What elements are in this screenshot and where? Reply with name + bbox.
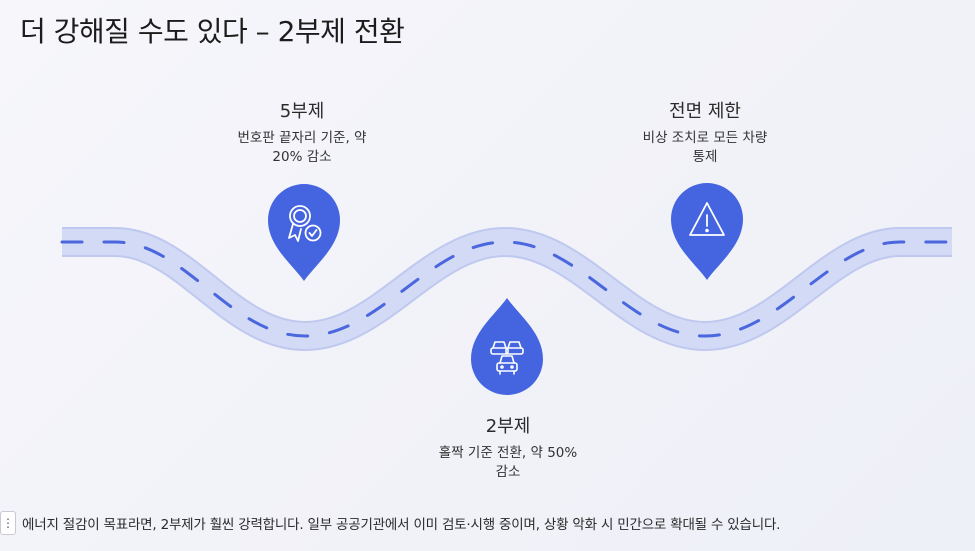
pin-shape	[268, 184, 340, 281]
award-badge-icon	[288, 205, 322, 242]
milestone-full-restriction: 전면 제한 비상 조치로 모든 차량 통제	[610, 97, 800, 167]
milestone-description: 비상 조치로 모든 차량 통제	[610, 129, 800, 167]
pin-2bu	[471, 298, 543, 395]
footnote-text: 에너지 절감이 목표라면, 2부제가 훨씬 강력합니다. 일부 공공기관에서 이…	[22, 517, 781, 533]
traffic-cars-icon	[490, 341, 524, 375]
milestone-description: 홀짝 기준 전환, 약 50% 감소	[410, 444, 606, 482]
drag-handle-icon[interactable]: ⋮	[0, 511, 16, 535]
pin-full-restriction	[671, 183, 743, 280]
milestone-desc-line: 번호판 끝자리 기준, 약	[237, 130, 367, 146]
milestone-desc-line: 20% 감소	[272, 149, 332, 165]
road-surface	[62, 228, 952, 350]
pin-5bu	[268, 184, 340, 281]
milestone-description: 번호판 끝자리 기준, 약 20% 감소	[214, 129, 390, 167]
milestone-5bu: 5부제 번호판 끝자리 기준, 약 20% 감소	[214, 97, 390, 167]
milestone-title: 5부제	[279, 101, 325, 122]
warning-triangle-icon	[689, 202, 725, 236]
milestone-title: 전면 제한	[669, 101, 741, 122]
pin-shape	[471, 298, 543, 395]
milestone-desc-line: 감소	[495, 464, 521, 480]
milestone-desc-line: 홀짝 기준 전환, 약 50%	[438, 445, 578, 461]
milestone-desc-line: 통제	[692, 149, 718, 165]
page-title: 더 강해질 수도 있다 – 2부제 전환	[20, 15, 405, 48]
milestone-2bu: 2부제 홀짝 기준 전환, 약 50% 감소	[410, 412, 606, 482]
milestone-desc-line: 비상 조치로 모든 차량	[642, 130, 768, 146]
milestone-title: 2부제	[485, 416, 531, 437]
footnote: ⋮ 에너지 절감이 목표라면, 2부제가 훨씬 강력합니다. 일부 공공기관에서…	[0, 511, 780, 535]
